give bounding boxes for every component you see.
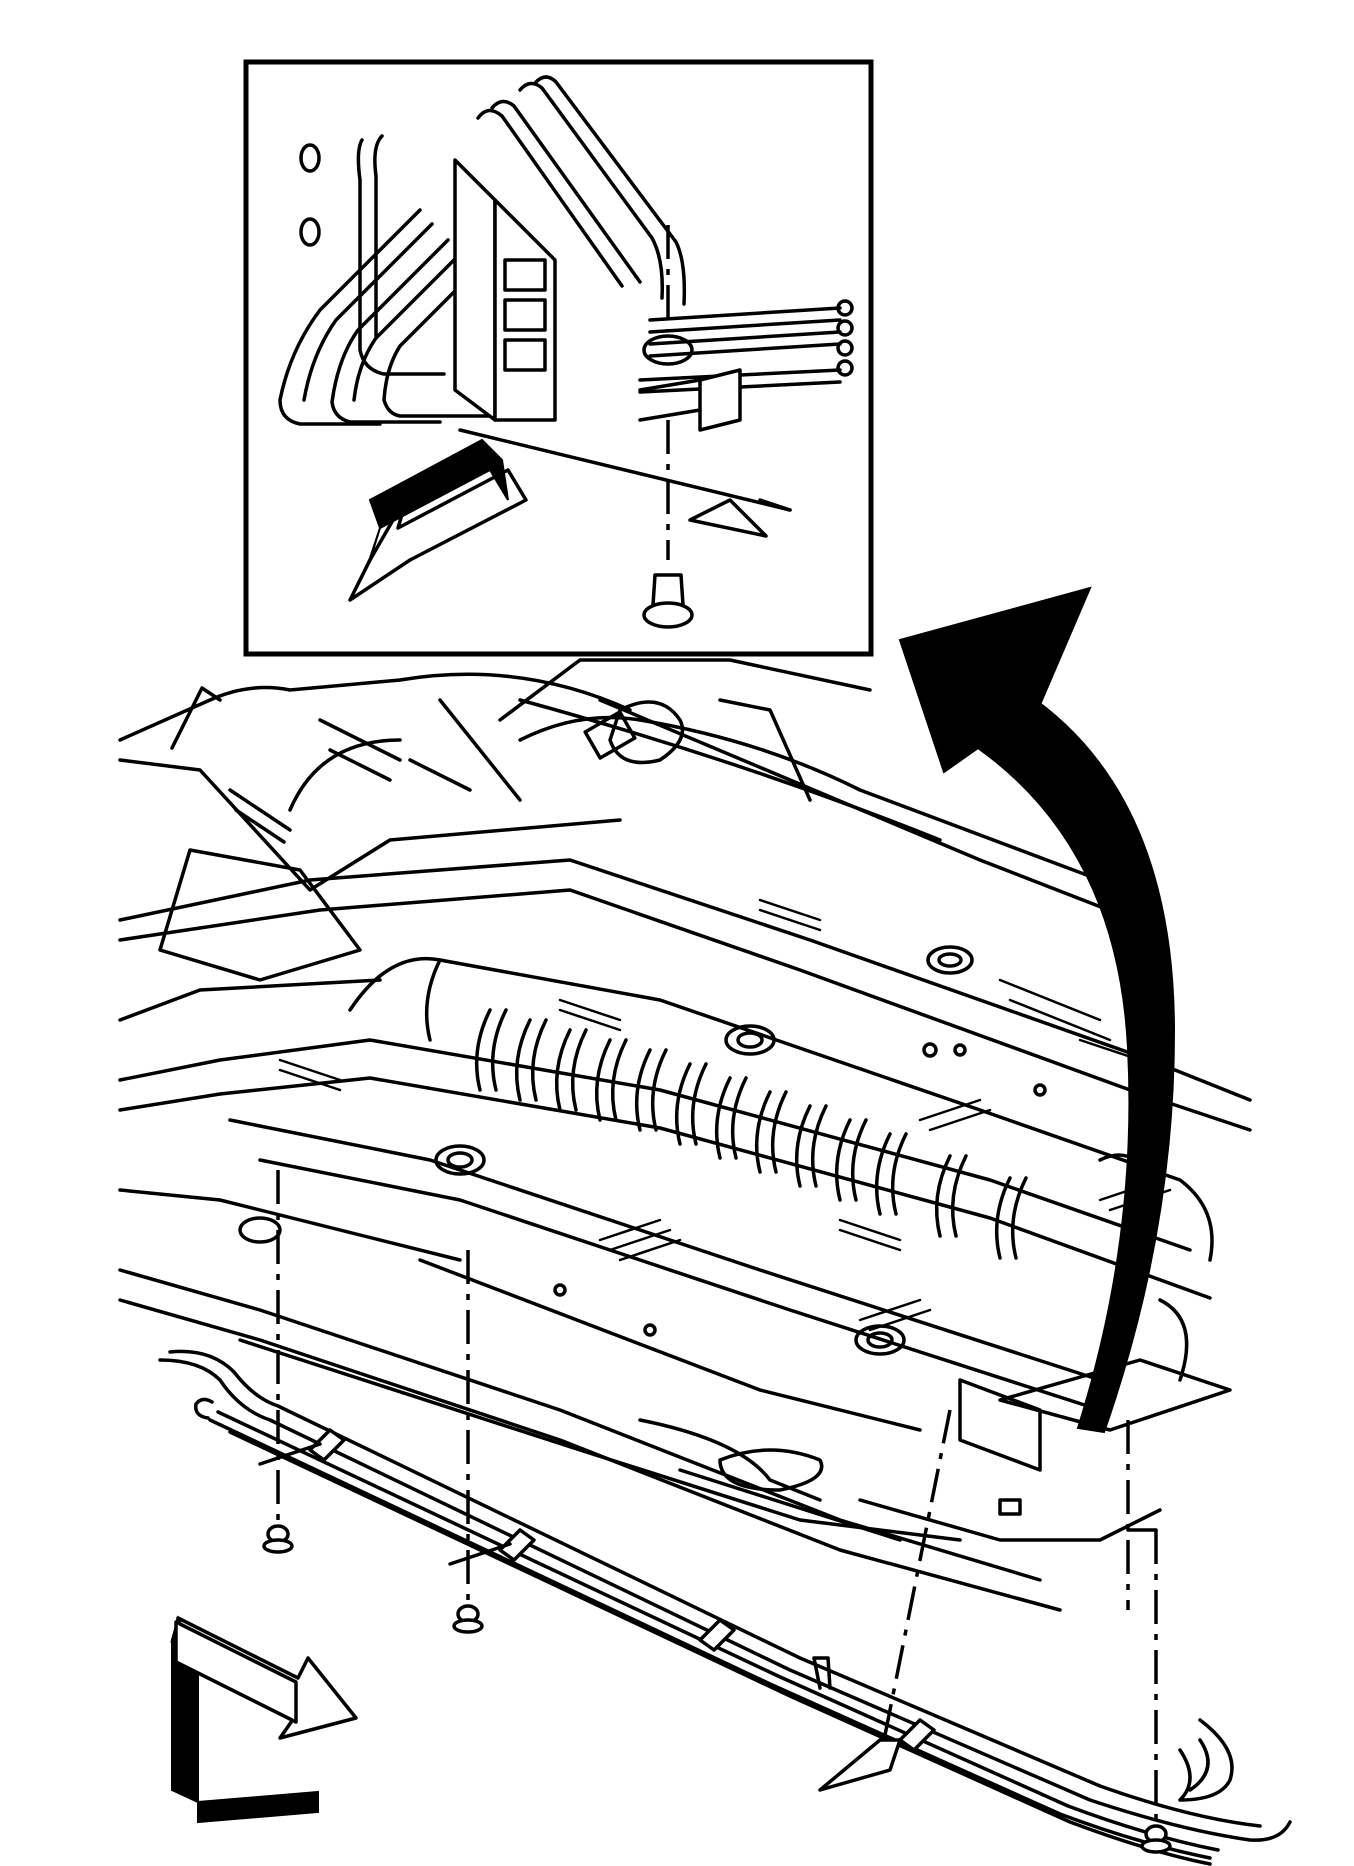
- inset-retainer-clip: [453, 158, 742, 432]
- inset-line-bundle: [278, 75, 854, 426]
- inset-frame: [243, 59, 874, 657]
- line-retainer-clip: [258, 1428, 936, 1752]
- inset-retainer-bolt: [642, 225, 694, 629]
- forward-direction-arrow-icon: [170, 1615, 358, 1824]
- floor-slots: [278, 898, 1172, 1332]
- forward-direction-arrow-icon: [348, 438, 528, 602]
- floor-grommets: [238, 945, 1047, 1356]
- fuel-brake-line-bundle: [158, 1349, 1292, 1866]
- retainer-bolt: [262, 1170, 1172, 1854]
- curved-callout-arrow-icon: [898, 586, 1176, 1434]
- floor-ribs: [474, 1008, 1028, 1260]
- underbody-floor-pan: [118, 658, 1252, 1612]
- inset-detail: [243, 59, 874, 657]
- inset-hole: [299, 143, 321, 173]
- inset-hole: [299, 217, 321, 247]
